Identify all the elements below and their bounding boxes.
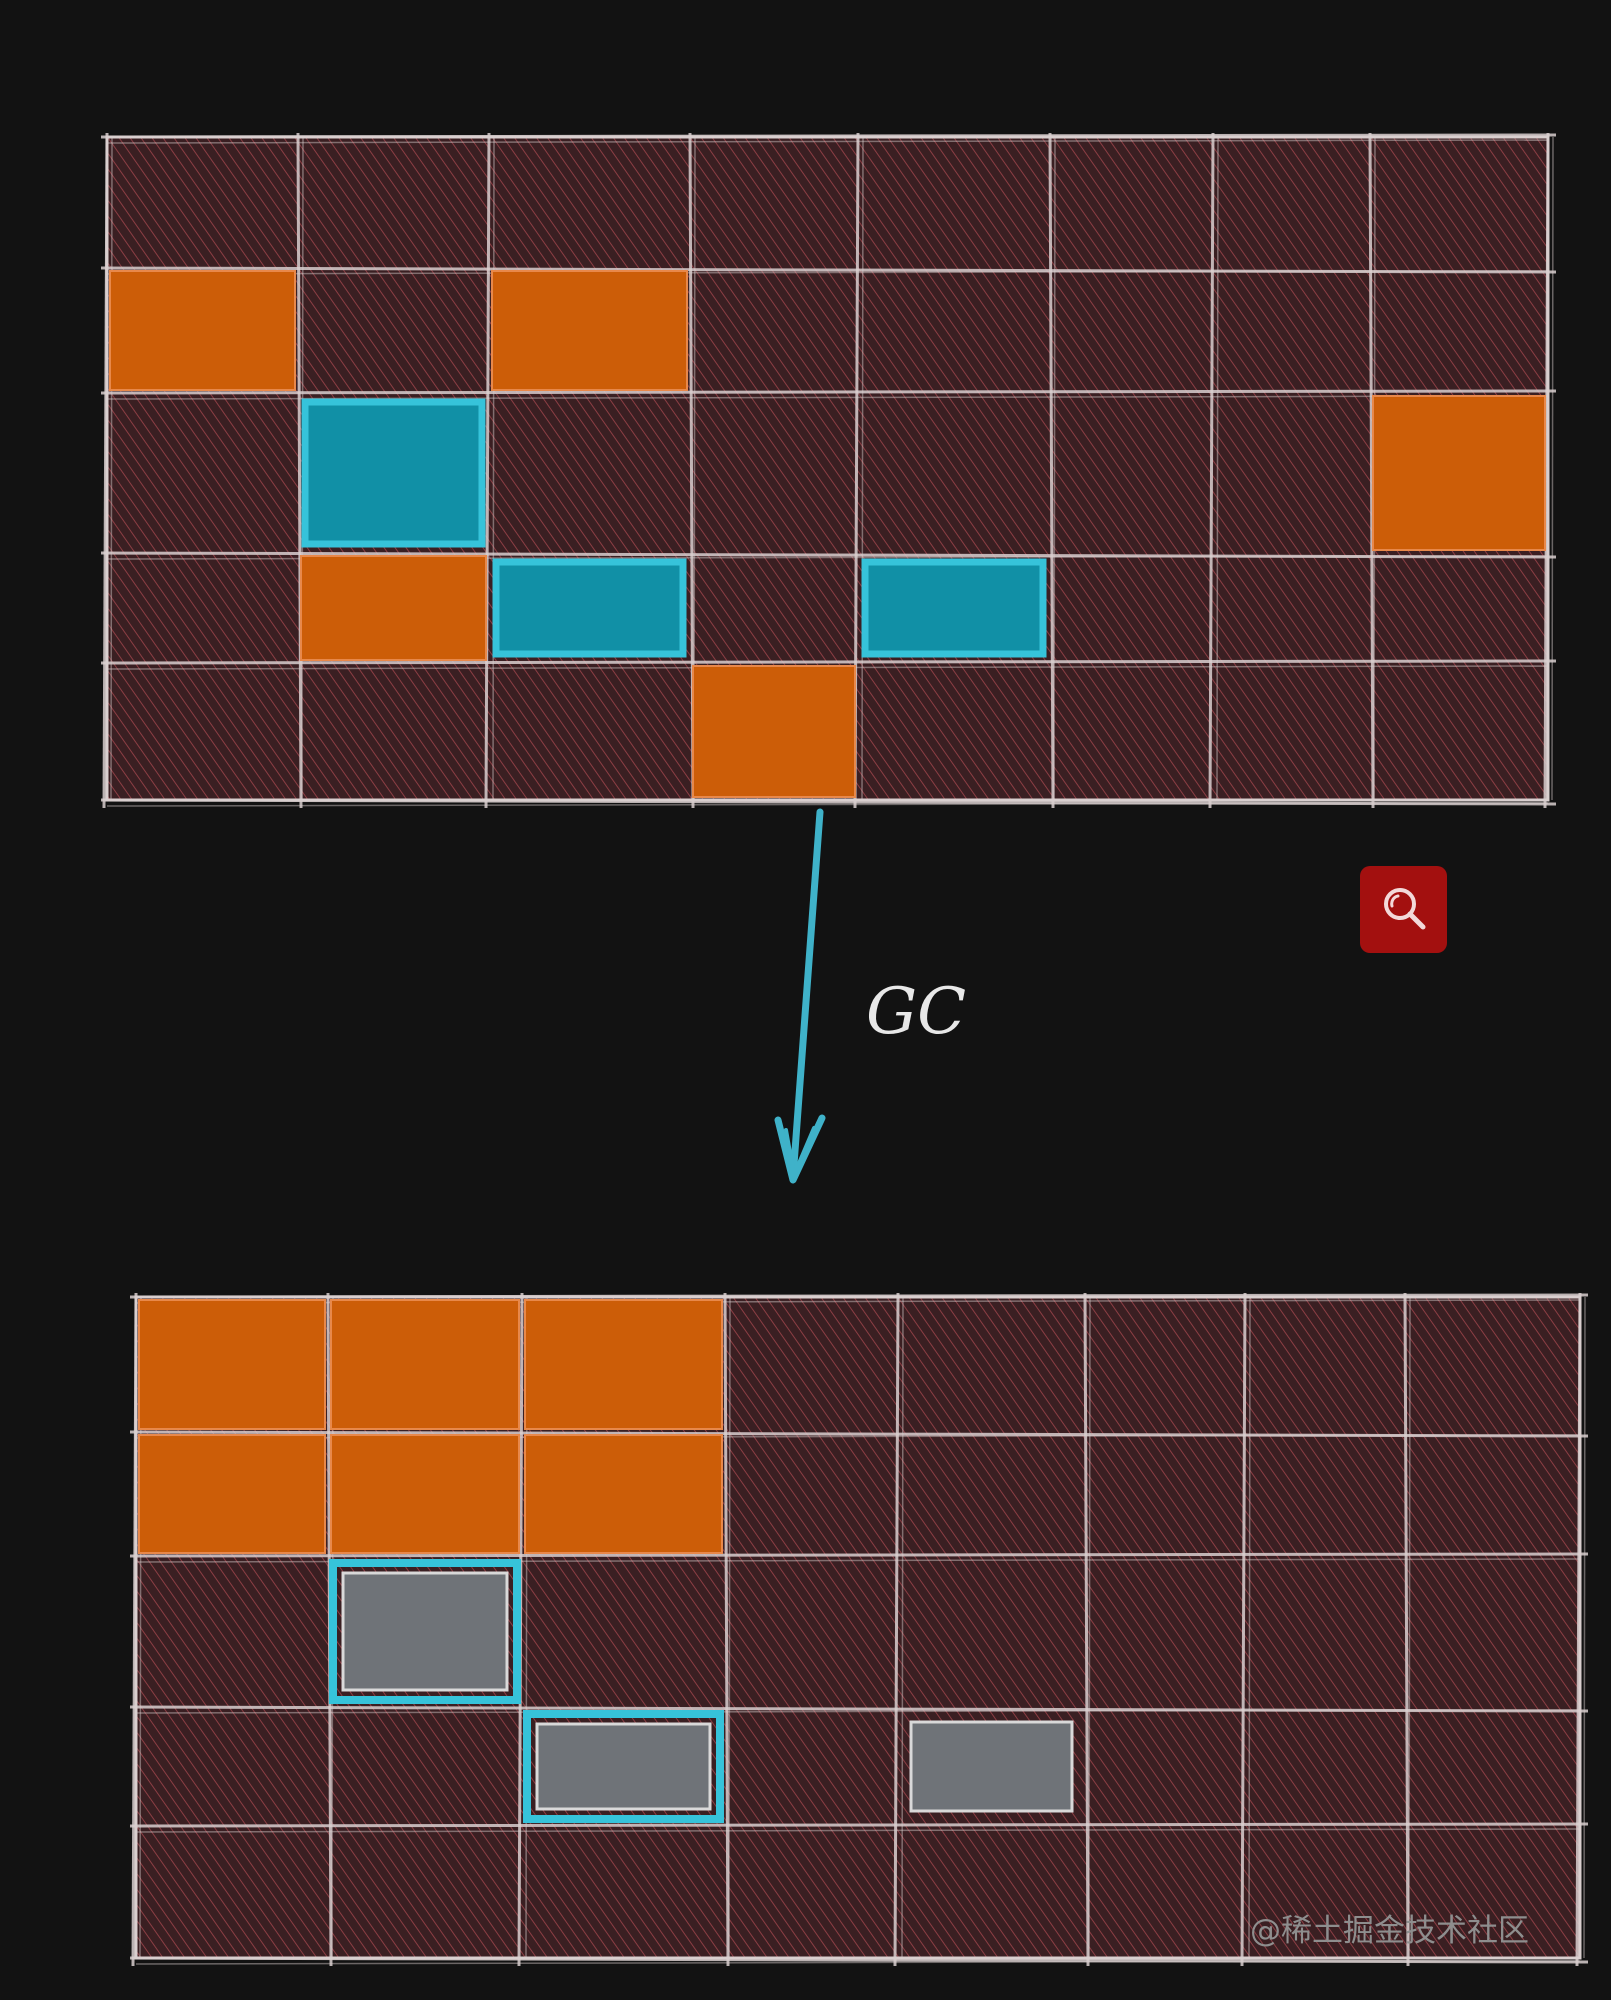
grid-col-line <box>484 132 491 809</box>
search-button[interactable] <box>1360 866 1447 953</box>
live-object <box>138 1434 326 1554</box>
freed-marked-outline <box>329 1559 521 1704</box>
grid-col-line <box>1403 1292 1410 1967</box>
grid-col-line <box>1216 136 1219 801</box>
grid-col-line <box>492 136 495 801</box>
freed-object <box>341 1571 509 1692</box>
gc-arrow <box>774 808 826 1184</box>
live-object <box>109 270 296 391</box>
marked-object <box>861 558 1047 658</box>
grid-row-line <box>100 551 1557 559</box>
grid-col-line <box>728 1296 731 1959</box>
grid-row-line <box>106 139 1549 144</box>
grid-col-line <box>1583 1296 1586 1959</box>
grid-row-line <box>129 1705 1589 1713</box>
grid-col-line <box>1048 132 1055 809</box>
grid-col-line <box>723 1292 730 1967</box>
magnifier-icon <box>1378 882 1430 938</box>
grid-col-line <box>1368 132 1375 809</box>
grid-row-line <box>100 659 1557 665</box>
grid-row-line <box>129 1552 1589 1558</box>
grid-col-line <box>1551 136 1554 801</box>
grid-col-line <box>1088 1296 1091 1959</box>
grid-row-line <box>129 1430 1589 1438</box>
heap-border <box>134 1295 1582 1960</box>
live-object <box>138 1299 326 1430</box>
live-object <box>330 1434 520 1554</box>
grid-col-line <box>1248 1296 1251 1959</box>
grid-col-line <box>1208 132 1215 809</box>
grid-col-line <box>1240 1292 1247 1967</box>
marked-object <box>492 558 687 658</box>
heap-after-gc <box>129 1292 1589 1967</box>
grid-col-line <box>893 1292 900 1967</box>
live-object <box>524 1434 723 1554</box>
grid-row-line <box>100 389 1557 395</box>
grid-row-line <box>135 1828 1581 1833</box>
grid-col-line <box>1083 1292 1090 1967</box>
grid-row-line <box>135 1960 1581 1965</box>
freed-marked-outline <box>523 1710 724 1823</box>
freed-object <box>909 1720 1074 1813</box>
live-object <box>330 1299 520 1430</box>
grid-col-line <box>110 136 113 801</box>
grid-row-line <box>106 802 1549 807</box>
watermark: @稀土掘金技术社区 <box>1250 1913 1529 1949</box>
grid-col-line <box>861 136 864 801</box>
grid-row-line <box>106 270 1549 275</box>
live-object <box>491 270 688 391</box>
grid-col-line <box>901 1296 904 1959</box>
grid-row-line <box>135 1709 1581 1714</box>
freed-object <box>535 1722 712 1811</box>
grid-col-line <box>296 132 303 809</box>
marked-object <box>301 398 486 548</box>
live-object <box>300 555 487 661</box>
grid-row-line <box>129 1822 1589 1828</box>
gc-label: GC <box>866 975 967 1049</box>
heap-before-gc <box>100 132 1557 809</box>
grid-row-line <box>100 266 1557 274</box>
live-object <box>692 665 856 798</box>
live-object <box>1372 395 1546 551</box>
heap-border <box>105 135 1550 802</box>
live-object <box>524 1299 723 1430</box>
grid-col-line <box>1408 1296 1411 1959</box>
grid-col-line <box>1053 136 1056 801</box>
